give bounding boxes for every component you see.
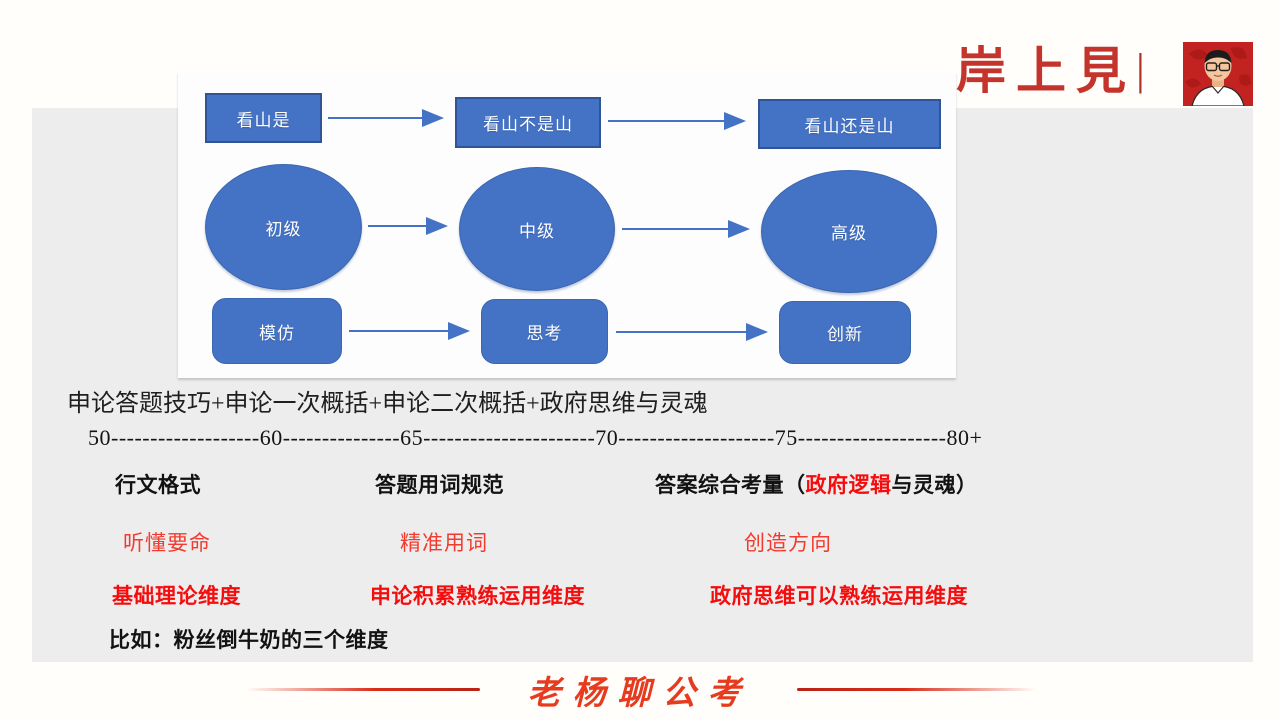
flow-node-level2: 中级 [459, 167, 615, 291]
flow-node-mode2: 思考 [481, 299, 608, 364]
flow-node-mode3-label: 创新 [827, 325, 863, 344]
example-line: 比如：粉丝倒牛奶的三个维度 [109, 629, 389, 652]
flow-node-level3-label: 高级 [831, 224, 867, 243]
column-dimension-1: 基础理论维度 [112, 585, 241, 608]
brand-logo-characters: 岸上見 [956, 43, 1136, 99]
footer-brand-text: 老杨聊公考 [527, 674, 753, 711]
footer-divider-right [797, 688, 1037, 691]
column-header-3-highlight: 政府逻辑 [805, 474, 892, 497]
flow-node-stage3: 看山还是山 [758, 99, 941, 149]
flow-node-mode1: 模仿 [212, 298, 342, 364]
score-scale-line: 50-------------------60---------------65… [88, 425, 983, 450]
footer-divider-left [246, 688, 480, 691]
flow-node-level3: 高级 [761, 170, 937, 293]
flow-node-mode2-label: 思考 [526, 324, 563, 343]
flow-node-stage3-label: 看山还是山 [804, 116, 895, 136]
formula-line: 申论答题技巧+申论一次概括+申论二次概括+政府思维与灵魂 [67, 391, 708, 417]
column-sub-2: 精准用词 [400, 532, 488, 555]
column-sub-1: 听懂要命 [123, 532, 211, 555]
column-sub-3: 创造方向 [744, 532, 832, 555]
flow-arrows-layer [328, 109, 768, 341]
column-header-3-suffix: 与灵魂） [891, 474, 978, 497]
flow-node-stage2-label: 看山不是山 [483, 115, 573, 134]
brand-logo-separator: | [1136, 45, 1145, 94]
brand-logo-text: 岸上見| [956, 42, 1145, 99]
column-header-2: 答题用词规范 [375, 474, 504, 497]
flow-node-stage1: 看山是 [205, 93, 322, 143]
column-header-1: 行文格式 [115, 474, 201, 497]
flow-node-level1-label: 初级 [265, 219, 302, 239]
column-dimension-2: 申论积累熟练运用维度 [370, 585, 585, 608]
flow-node-stage1-label: 看山是 [236, 110, 291, 130]
flow-node-stage2: 看山不是山 [455, 97, 601, 148]
flow-node-mode1-label: 模仿 [259, 323, 295, 343]
column-header-3: 答案综合考量（政府逻辑与灵魂） [655, 469, 978, 499]
avatar [1183, 42, 1253, 107]
flow-diagram: 看山是 看山不是山 看山还是山 初级 中级 高级 模仿 思考 创新 [178, 72, 956, 378]
flow-node-level1: 初级 [205, 164, 362, 290]
flow-node-mode3: 创新 [779, 301, 911, 364]
column-dimension-3: 政府思维可以熟练运用维度 [710, 585, 968, 608]
column-header-3-prefix: 答案综合考量（ [655, 474, 806, 497]
flow-node-level2-label: 中级 [519, 221, 555, 241]
avatar-illustration-icon [1183, 42, 1253, 107]
